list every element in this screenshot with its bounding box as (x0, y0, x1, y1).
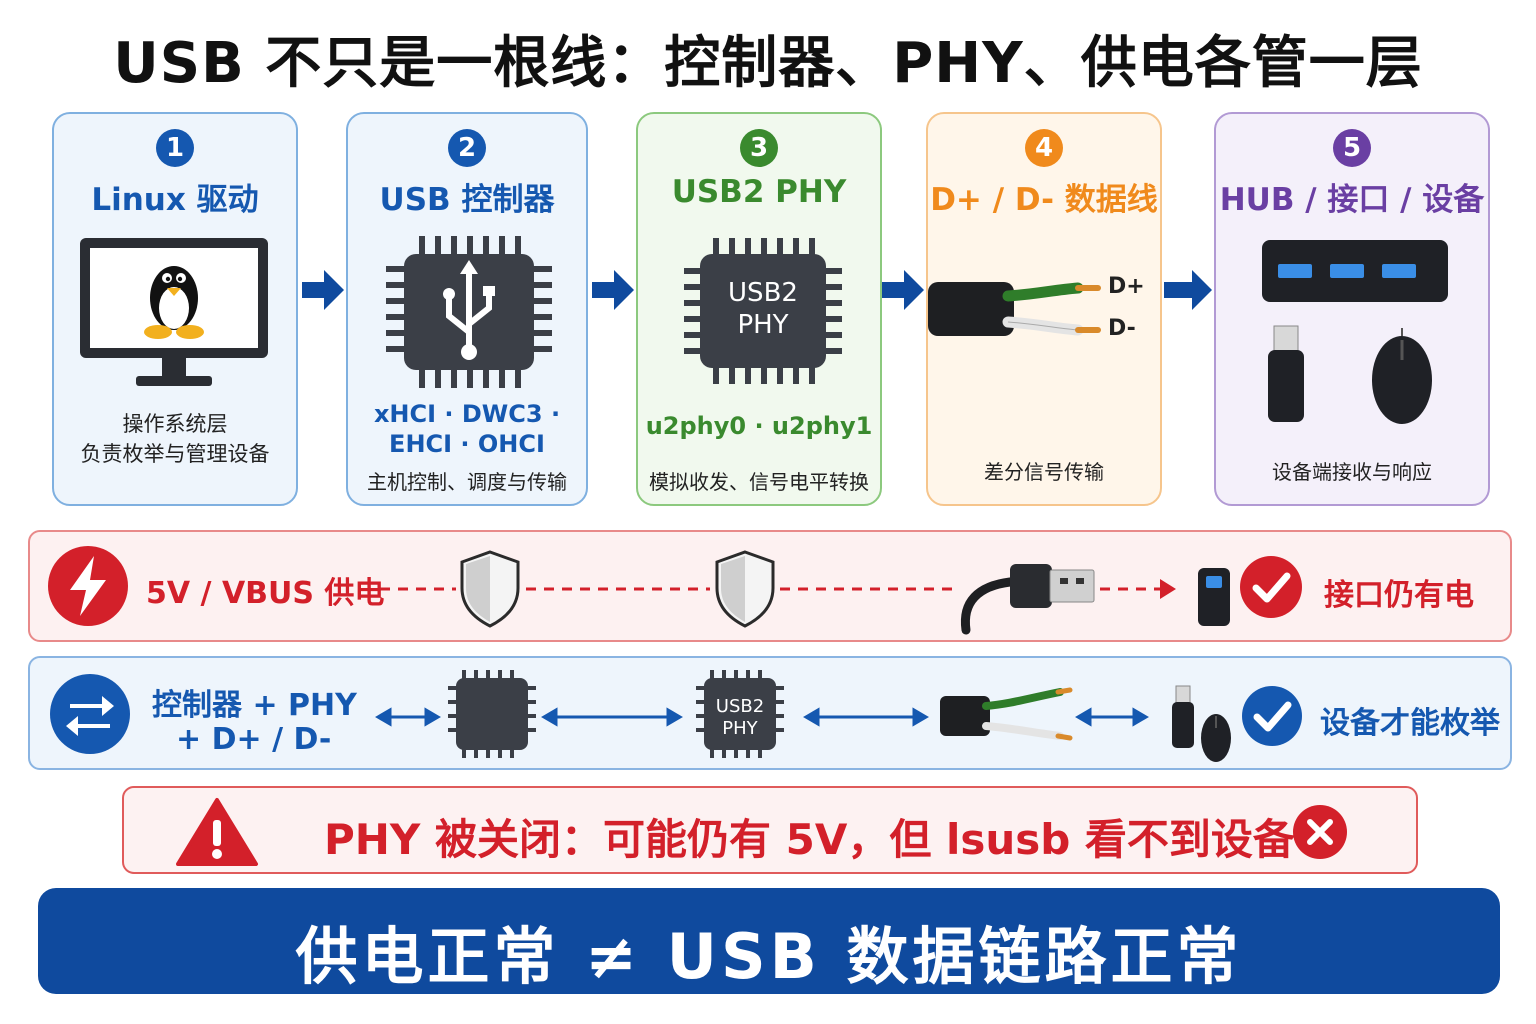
step-number-badge: 1 (156, 129, 194, 167)
phy-chip-label: USB2 (728, 278, 798, 308)
mouse-icon (1201, 714, 1231, 762)
step-card-usb-controller: 2 USB 控制器 xHCI · DWC3 · EHCI · OHCI 主机控制… (346, 112, 588, 506)
check-icon (1240, 556, 1302, 618)
controller-chip-icon (448, 670, 536, 758)
conclusion-banner: 供电正常 ≠ USB 数据链路正常 (38, 888, 1500, 994)
step-desc-line: 差分信号传输 (984, 460, 1104, 484)
usb-trident-icon (446, 269, 492, 353)
lightning-icon (48, 546, 128, 626)
power-path-row: 5V / VBUS 供电 接口仍有电 (28, 530, 1512, 642)
step-desc-line: u2phy0 · u2phy1 (645, 412, 873, 440)
step-number-badge: 3 (740, 129, 778, 167)
usb-flash-drive-icon (1268, 325, 1304, 422)
phy-chip-icon (696, 670, 784, 758)
data-row-label: 控制器 + PHY (152, 688, 357, 723)
step-desc-line: 主机控制、调度与传输 (367, 470, 567, 494)
flow-arrow-icon (592, 270, 634, 310)
usb-flash-drive-icon (1172, 685, 1194, 748)
data-row-phy-label: USB2 (715, 696, 765, 717)
usb-plug-icon (960, 564, 1095, 635)
data-row-label: + D+ / D- (176, 722, 332, 757)
usb-wire-icon (928, 282, 1101, 336)
flow-arrow-icon (882, 270, 924, 310)
wire-label-d-plus: D+ (1108, 274, 1145, 299)
usb-wire-icon (940, 687, 1073, 741)
flow-arrow-icon (302, 270, 344, 310)
data-row-phy-label: PHY (722, 718, 758, 739)
flow-arrow-icon (1164, 270, 1212, 310)
data-path-row: 控制器 + PHY + D+ / D- (28, 656, 1512, 770)
step-card-data-lines: 4 D+ / D- 数据线 D+ D- 差分信号传输 (926, 112, 1162, 506)
data-path-line (375, 670, 1194, 758)
step-desc-line: 操作系统层 (122, 412, 228, 436)
step-card-linux-driver: 1 Linux 驱动 操作系统层 负责枚举与管理设备 (52, 112, 298, 506)
usb-hub-icon (1262, 240, 1448, 302)
conclusion-text: 供电正常 ≠ USB 数据链路正常 (295, 920, 1243, 993)
warning-triangle-icon (176, 798, 258, 866)
step-number-badge: 2 (448, 129, 486, 167)
check-icon (1242, 686, 1302, 746)
controller-chip-icon (386, 236, 552, 388)
step-title: D+ / D- 数据线 (930, 182, 1158, 218)
linux-monitor-icon (80, 238, 268, 386)
power-row-label: 5V / VBUS 供电 (146, 576, 385, 611)
step-number-badge: 4 (1025, 129, 1063, 167)
step-title: HUB / 接口 / 设备 (1219, 182, 1485, 218)
phy-chip-label: PHY (737, 310, 789, 340)
swap-arrows-icon (50, 674, 130, 754)
shield-icon (715, 550, 775, 628)
power-path-line (380, 550, 1230, 635)
step-title: USB 控制器 (379, 182, 555, 218)
port-device-icon (1198, 568, 1230, 626)
page-title: USB 不只是一根线：控制器、PHY、供电各管一层 (113, 31, 1423, 96)
phy-off-warning: PHY 被关闭：可能仍有 5V，但 lsusb 看不到设备 (122, 786, 1418, 874)
warning-text: PHY 被关闭：可能仍有 5V，但 lsusb 看不到设备 (324, 815, 1295, 864)
step-desc-line: 设备端接收与响应 (1272, 460, 1432, 484)
data-row-result: 设备才能枚举 (1320, 706, 1500, 741)
step-card-hub-device: 5 HUB / 接口 / 设备 设备端接收与响应 (1214, 112, 1490, 506)
power-row-result: 接口仍有电 (1324, 578, 1474, 613)
step-desc-line: 负责枚举与管理设备 (80, 442, 270, 466)
mouse-icon (1372, 328, 1432, 424)
wire-label-d-minus: D- (1108, 316, 1136, 341)
hub-device-icon (1262, 240, 1448, 424)
step-card-usb2-phy: 3 USB2 PHY USB2 PHY u2phy0 · u2phy1 模拟收发… (636, 112, 882, 506)
step-desc-line: xHCI · DWC3 · (373, 400, 561, 428)
step-desc-line: 模拟收发、信号电平转换 (649, 470, 869, 494)
step-number-badge: 5 (1333, 129, 1371, 167)
step-title: USB2 PHY (671, 174, 847, 210)
tux-penguin-icon (144, 266, 204, 339)
cross-icon (1293, 805, 1347, 859)
step-title: Linux 驱动 (91, 182, 259, 218)
shield-icon (460, 550, 520, 628)
step-desc-line: EHCI · OHCI (389, 430, 545, 458)
phy-chip-icon (684, 238, 842, 384)
